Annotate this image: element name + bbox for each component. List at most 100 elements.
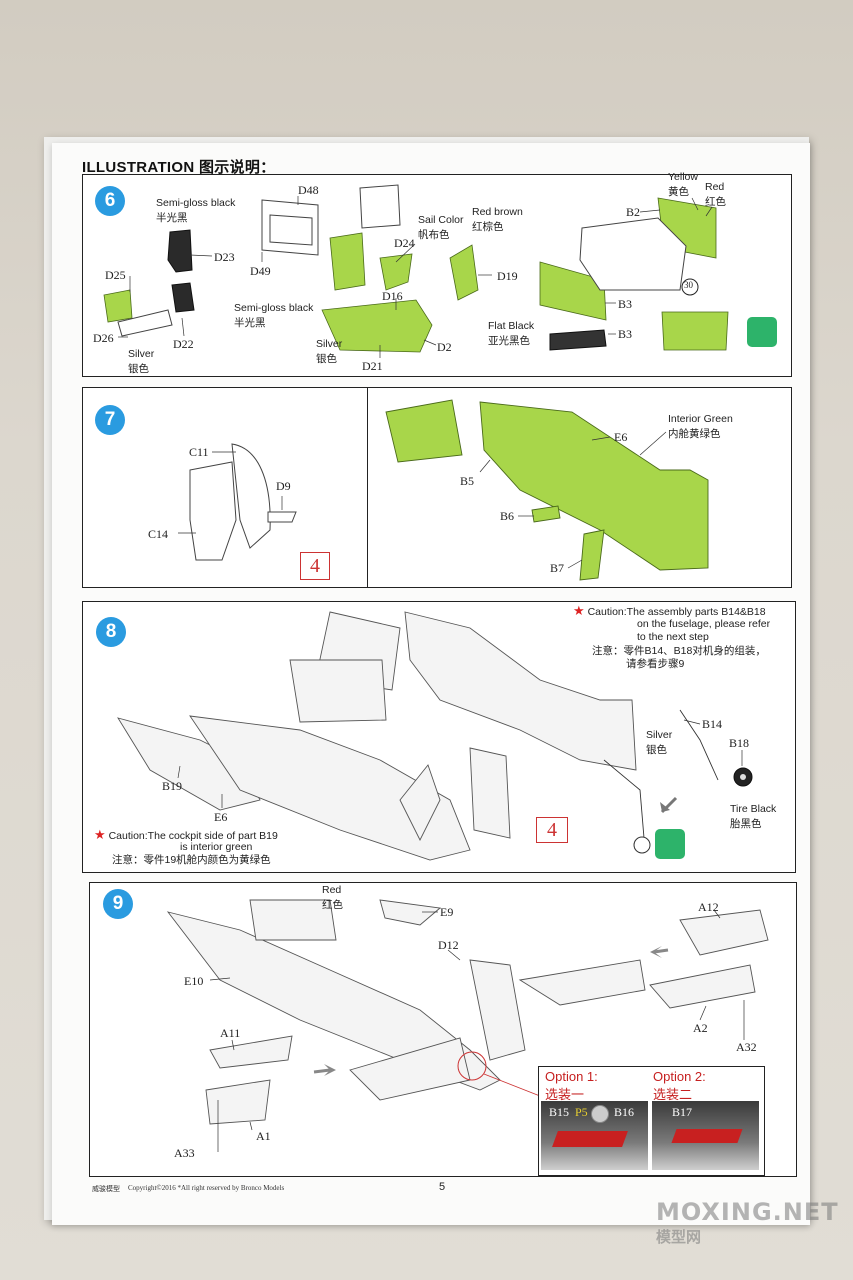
step9-number: 9 [103,889,133,919]
part-d12: D12 [438,938,459,952]
part-c11: C11 [189,445,209,459]
decal-30: 30 [684,280,693,290]
footer-copyright: Copyright©2016 *All right reserved by Br… [128,1184,285,1192]
option-2-title: Option 2: [653,1069,706,1084]
watermark-sub: 模型网 [656,1228,702,1246]
label-yellow: Yellow [668,171,698,183]
part-d22: D22 [173,337,194,351]
label-semi-gloss-black-2-cn: 半光黑 [234,317,266,329]
page-title: ILLUSTRATION 图示说明： [82,159,276,176]
opt1-part-b15: B15 [549,1105,570,1119]
caution-note-1-line2: on the fuselage, please refer [637,618,771,630]
red-paint-patch [552,1131,628,1147]
part-d26: D26 [93,331,114,345]
label-red-step9-cn: 红色 [322,899,343,911]
caution-note-2-line1: Caution:The cockpit side of part B19 [108,830,278,842]
step7-number: 7 [95,405,125,435]
caution-star-icon: ★ [573,603,585,618]
part-a12: A12 [698,900,719,914]
label-silver-step8-cn: 银色 [646,744,667,756]
caution-note-2-line2: is interior green [180,841,253,853]
step-reference-box-7: 4 [300,552,330,580]
caution-note-2-cn: 注意：零件19机舱内颜色为黄绿色 [112,854,271,866]
wheel-detail [591,1105,609,1123]
part-b19: B19 [162,779,183,793]
label-tire-black: Tire Black [730,803,777,815]
flip-view-icon [747,317,777,347]
label-red-brown-cn: 红棕色 [472,221,504,233]
caution-note-1-cn2: 请参看步骤9 [626,658,685,670]
label-semi-gloss-black-2: Semi-gloss black [234,302,314,314]
option-2-photo [652,1101,759,1170]
part-a11: A11 [220,1026,241,1040]
label-semi-gloss-black-1: Semi-gloss black [156,197,236,209]
part-e9: E9 [440,905,454,919]
part-a2: A2 [693,1021,708,1035]
part-b3-upper: B3 [618,297,633,311]
opt1-part-p5: P5 [575,1105,588,1119]
part-d16: D16 [382,289,403,303]
part-a32: A32 [736,1040,757,1054]
caution-note-1-line3: to the next step [637,631,709,643]
opt1-part-b16: B16 [614,1105,635,1119]
part-b7: B7 [550,561,565,575]
caution-note-1: ★ Caution:The assembly parts B14&B18 [573,604,766,619]
part-d24: D24 [394,236,415,250]
part-d25: D25 [105,268,126,282]
label-yellow-cn: 黄色 [668,186,689,198]
part-b14: B14 [702,717,723,731]
label-silver-1-cn: 银色 [128,363,149,375]
part-e10: E10 [184,974,204,988]
flip-view-icon-step8 [655,829,685,859]
label-red-step9: Red [322,884,342,896]
label-semi-gloss-black-1-cn: 半光黑 [156,212,188,224]
option-2-title-cn: 选装二 [653,1087,693,1102]
part-d19: D19 [497,269,518,283]
step6-number: 6 [95,186,125,216]
caution-note-2: ★ Caution:The cockpit side of part B19 [94,828,278,843]
part-b5: B5 [460,474,475,488]
label-red: Red [705,181,725,193]
part-b6: B6 [500,509,515,523]
label-interior-green-cn: 内舱黄绿色 [668,428,721,440]
opt2-part-b17: B17 [672,1105,693,1119]
red-paint-patch-2 [671,1129,743,1143]
step7-divider [367,388,368,587]
option-1-title-cn: 选装一 [545,1087,585,1102]
part-c14: C14 [148,527,169,541]
label-red-brown: Red brown [472,206,523,218]
page-number: 5 [439,1181,446,1193]
label-sail-color-cn: 帆布色 [418,229,450,241]
part-d2: D2 [437,340,452,354]
part-a33: A33 [174,1146,195,1160]
option-1-title: Option 1: [545,1069,598,1084]
label-silver-2-cn: 银色 [316,353,337,365]
part-b2: B2 [626,205,641,219]
label-silver-1: Silver [128,348,155,360]
caution-note-1-cn1: 注意：零件B14、B18对机身的组装， [592,645,766,657]
part-b3-lower: B3 [618,327,633,341]
step8-number: 8 [96,617,126,647]
step-reference-box-8: 4 [536,817,568,843]
part-d9: D9 [276,479,291,493]
part-e6-step7: E6 [614,430,628,444]
label-silver-step8: Silver [646,729,673,741]
part-e6-step8: E6 [214,810,228,824]
part-d23: D23 [214,250,235,264]
part-b18: B18 [729,736,750,750]
caution-star-icon-2: ★ [94,827,106,842]
part-d49: D49 [250,264,271,278]
caution-note-1-line1: Caution:The assembly parts B14&B18 [587,606,766,618]
part-d48: D48 [298,183,319,197]
label-flat-black: Flat Black [488,320,535,332]
label-tire-black-cn: 胎黑色 [730,818,762,830]
label-silver-2: Silver [316,338,343,350]
watermark-main: MOXING.NET [656,1198,839,1226]
label-flat-black-cn: 亚光黑色 [488,335,530,347]
part-d21: D21 [362,359,383,373]
label-sail-color: Sail Color [418,214,464,226]
footer-brand: 威骏模型 [92,1185,120,1193]
